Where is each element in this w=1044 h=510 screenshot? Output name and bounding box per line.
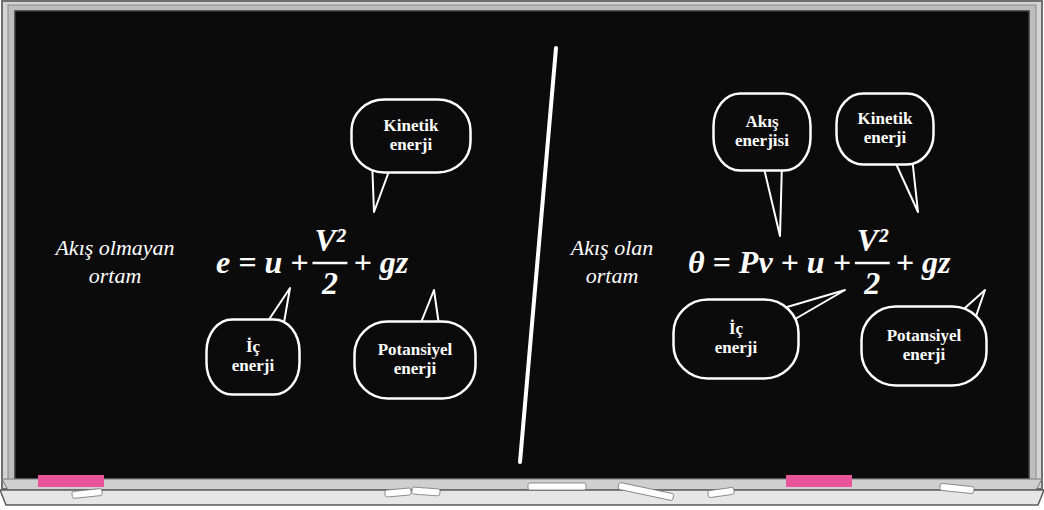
equation-lead: e = u + xyxy=(216,243,308,281)
equation-num: V² xyxy=(314,221,345,259)
bubble-shape xyxy=(352,100,471,173)
chalk-tray xyxy=(2,479,1042,490)
bubble-shape xyxy=(207,320,300,395)
bubble-text: Potansiyel enerji xyxy=(879,327,969,364)
chalk-piece xyxy=(385,488,412,497)
bubble-text: İç enerji xyxy=(225,338,281,375)
medium-label: Akış olan ortam xyxy=(556,234,668,289)
callout-bubble: İç enerji xyxy=(672,298,800,380)
callout-bubble: Kinetik enerji xyxy=(835,92,935,166)
chalk-piece xyxy=(528,483,586,490)
equation-lead: θ = Pv + u + xyxy=(688,243,851,281)
chalk-tray-lip xyxy=(0,490,1044,505)
bubble-text: İç enerji xyxy=(708,320,764,357)
bubble-text: Kinetik enerji xyxy=(854,110,916,147)
bubble-shape xyxy=(714,94,811,171)
bubble-text: Kinetik enerji xyxy=(380,117,442,154)
bubble-shape xyxy=(862,307,987,386)
fraction-bar xyxy=(312,262,347,265)
chalk-piece xyxy=(708,487,735,498)
callout-bubble: Potansiyel enerji xyxy=(860,305,988,387)
divider-line xyxy=(520,48,556,462)
bubble-shape xyxy=(355,322,476,399)
board-surface xyxy=(15,11,1029,479)
eraser xyxy=(38,475,104,487)
chalk-piece xyxy=(412,487,440,496)
callout-bubble: Kinetik enerji xyxy=(350,98,472,174)
bubble-text: Akış enerjisi xyxy=(729,113,795,150)
frame-inner xyxy=(8,5,1036,485)
equation-tail: + gz xyxy=(353,243,408,281)
frame xyxy=(2,1,1042,489)
chalk-piece xyxy=(940,483,975,494)
chalk-piece xyxy=(72,488,103,498)
callout-bubble: Potansiyel enerji xyxy=(353,320,477,400)
bubble-text: Potansiyel enerji xyxy=(370,341,460,378)
chalk-piece xyxy=(618,482,674,500)
equation-den: 2 xyxy=(322,264,338,302)
bubble-shape xyxy=(674,300,799,379)
callout-bubble: Akış enerjisi xyxy=(712,92,812,172)
equation-tail: + gz xyxy=(896,243,951,281)
equation-den: 2 xyxy=(864,264,880,302)
fraction-bar xyxy=(855,262,890,265)
medium-label: Akış olmayan ortam xyxy=(40,234,190,289)
equation-num: V² xyxy=(857,221,888,259)
bubble-shape xyxy=(837,94,934,165)
eraser xyxy=(786,475,852,487)
callout-bubble: İç enerji xyxy=(205,318,301,396)
